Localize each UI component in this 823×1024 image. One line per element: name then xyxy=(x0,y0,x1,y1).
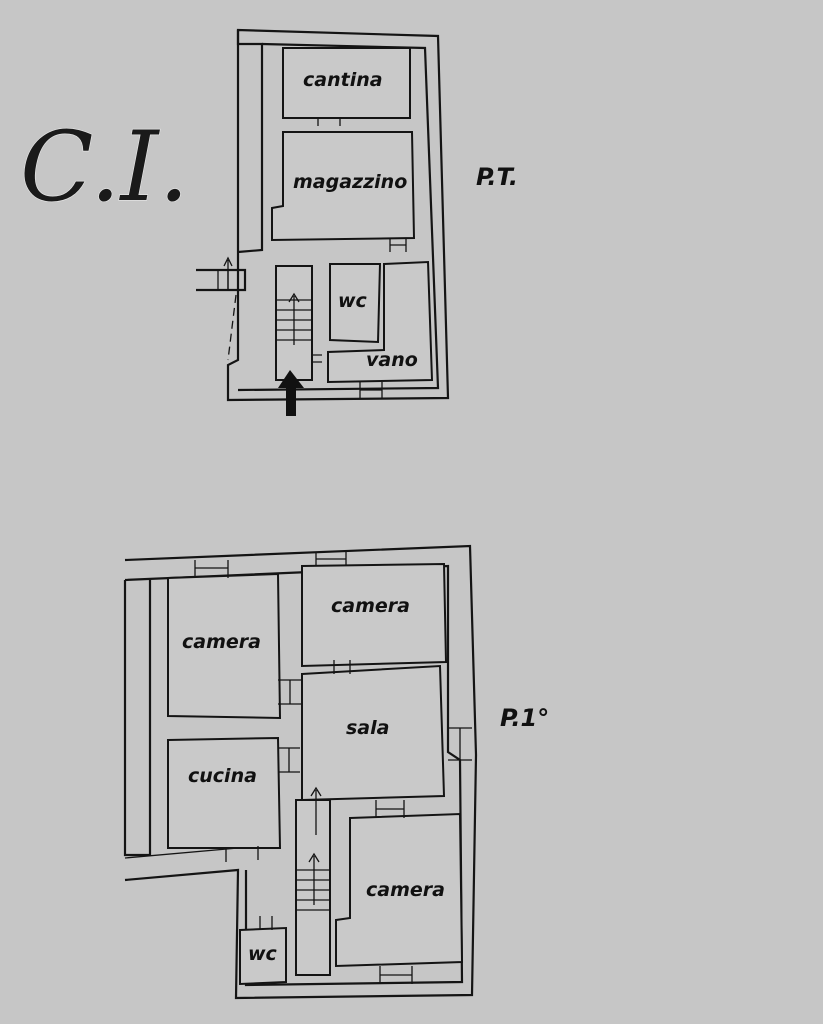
ground-floor-outer-wall xyxy=(226,28,450,402)
label-cucina: cucina xyxy=(188,765,257,787)
label-camera-bottom: camera xyxy=(366,879,445,901)
side-entrance-door xyxy=(217,270,229,290)
first-floor-plan: camera camera sala cucina camera wc P.1° xyxy=(123,544,549,1000)
logo-text: C.I. xyxy=(20,111,189,223)
vano-window xyxy=(359,382,383,398)
sala-window-right xyxy=(448,727,472,761)
ground-floor-west-wall xyxy=(236,30,264,254)
room-wc-ground-outline xyxy=(329,263,382,344)
first-floor-outer-wall xyxy=(124,544,478,1000)
wc-first-door xyxy=(259,916,273,930)
first-floor-south-line xyxy=(124,847,239,859)
room-wc-first-outline xyxy=(239,926,287,986)
room-sala-outline xyxy=(301,664,446,802)
label-camera-top: camera xyxy=(331,595,410,617)
cantina-opening xyxy=(317,118,341,132)
camera-bottom-door xyxy=(375,800,405,818)
stair-door xyxy=(312,354,322,363)
first-stair-steps xyxy=(296,869,330,911)
label-sala: sala xyxy=(346,717,389,739)
room-cantina-outline xyxy=(282,47,411,119)
cucina-window xyxy=(225,846,259,862)
ground-floor-plan: cantina magazzino wc vano P.T. xyxy=(196,28,518,416)
label-camera-left: camera xyxy=(182,631,261,653)
label-vano: vano xyxy=(366,349,418,371)
first-floor-label: P.1° xyxy=(500,704,549,732)
cucina-door xyxy=(278,747,300,773)
ground-floor-inner-wall xyxy=(237,42,440,392)
room-vano-outline xyxy=(327,260,434,384)
room-magazzino-outline xyxy=(271,131,416,242)
room-camera-left-outline xyxy=(167,572,282,720)
sala-door-left xyxy=(278,679,302,705)
first-stair-box xyxy=(295,799,331,976)
logo: C.I. xyxy=(19,110,189,223)
camera-top-window xyxy=(315,552,347,566)
room-camera-bottom-outline xyxy=(335,812,464,968)
label-wc-first: wc xyxy=(248,943,278,965)
sala-door-top xyxy=(333,660,351,674)
side-entrance-dashed xyxy=(227,294,237,361)
ground-stair-arrow xyxy=(288,292,300,345)
magazzino-door xyxy=(389,238,407,252)
side-entrance-arrow xyxy=(223,256,233,290)
first-stair-arrow-lower xyxy=(308,852,320,905)
label-cantina: cantina xyxy=(303,69,383,91)
room-cucina-outline xyxy=(167,736,282,849)
room-camera-top-outline xyxy=(301,562,448,668)
label-magazzino: magazzino xyxy=(293,171,407,193)
first-stair-arrow-upper xyxy=(310,786,322,835)
camera-bottom-window xyxy=(379,966,413,984)
first-floor-west-wall xyxy=(123,580,152,857)
camera-left-window xyxy=(194,560,229,578)
side-entrance-wall xyxy=(196,268,247,292)
label-wc-ground: wc xyxy=(338,290,368,312)
main-entrance-arrow-icon xyxy=(278,370,304,416)
ground-floor-label: P.T. xyxy=(476,163,518,191)
